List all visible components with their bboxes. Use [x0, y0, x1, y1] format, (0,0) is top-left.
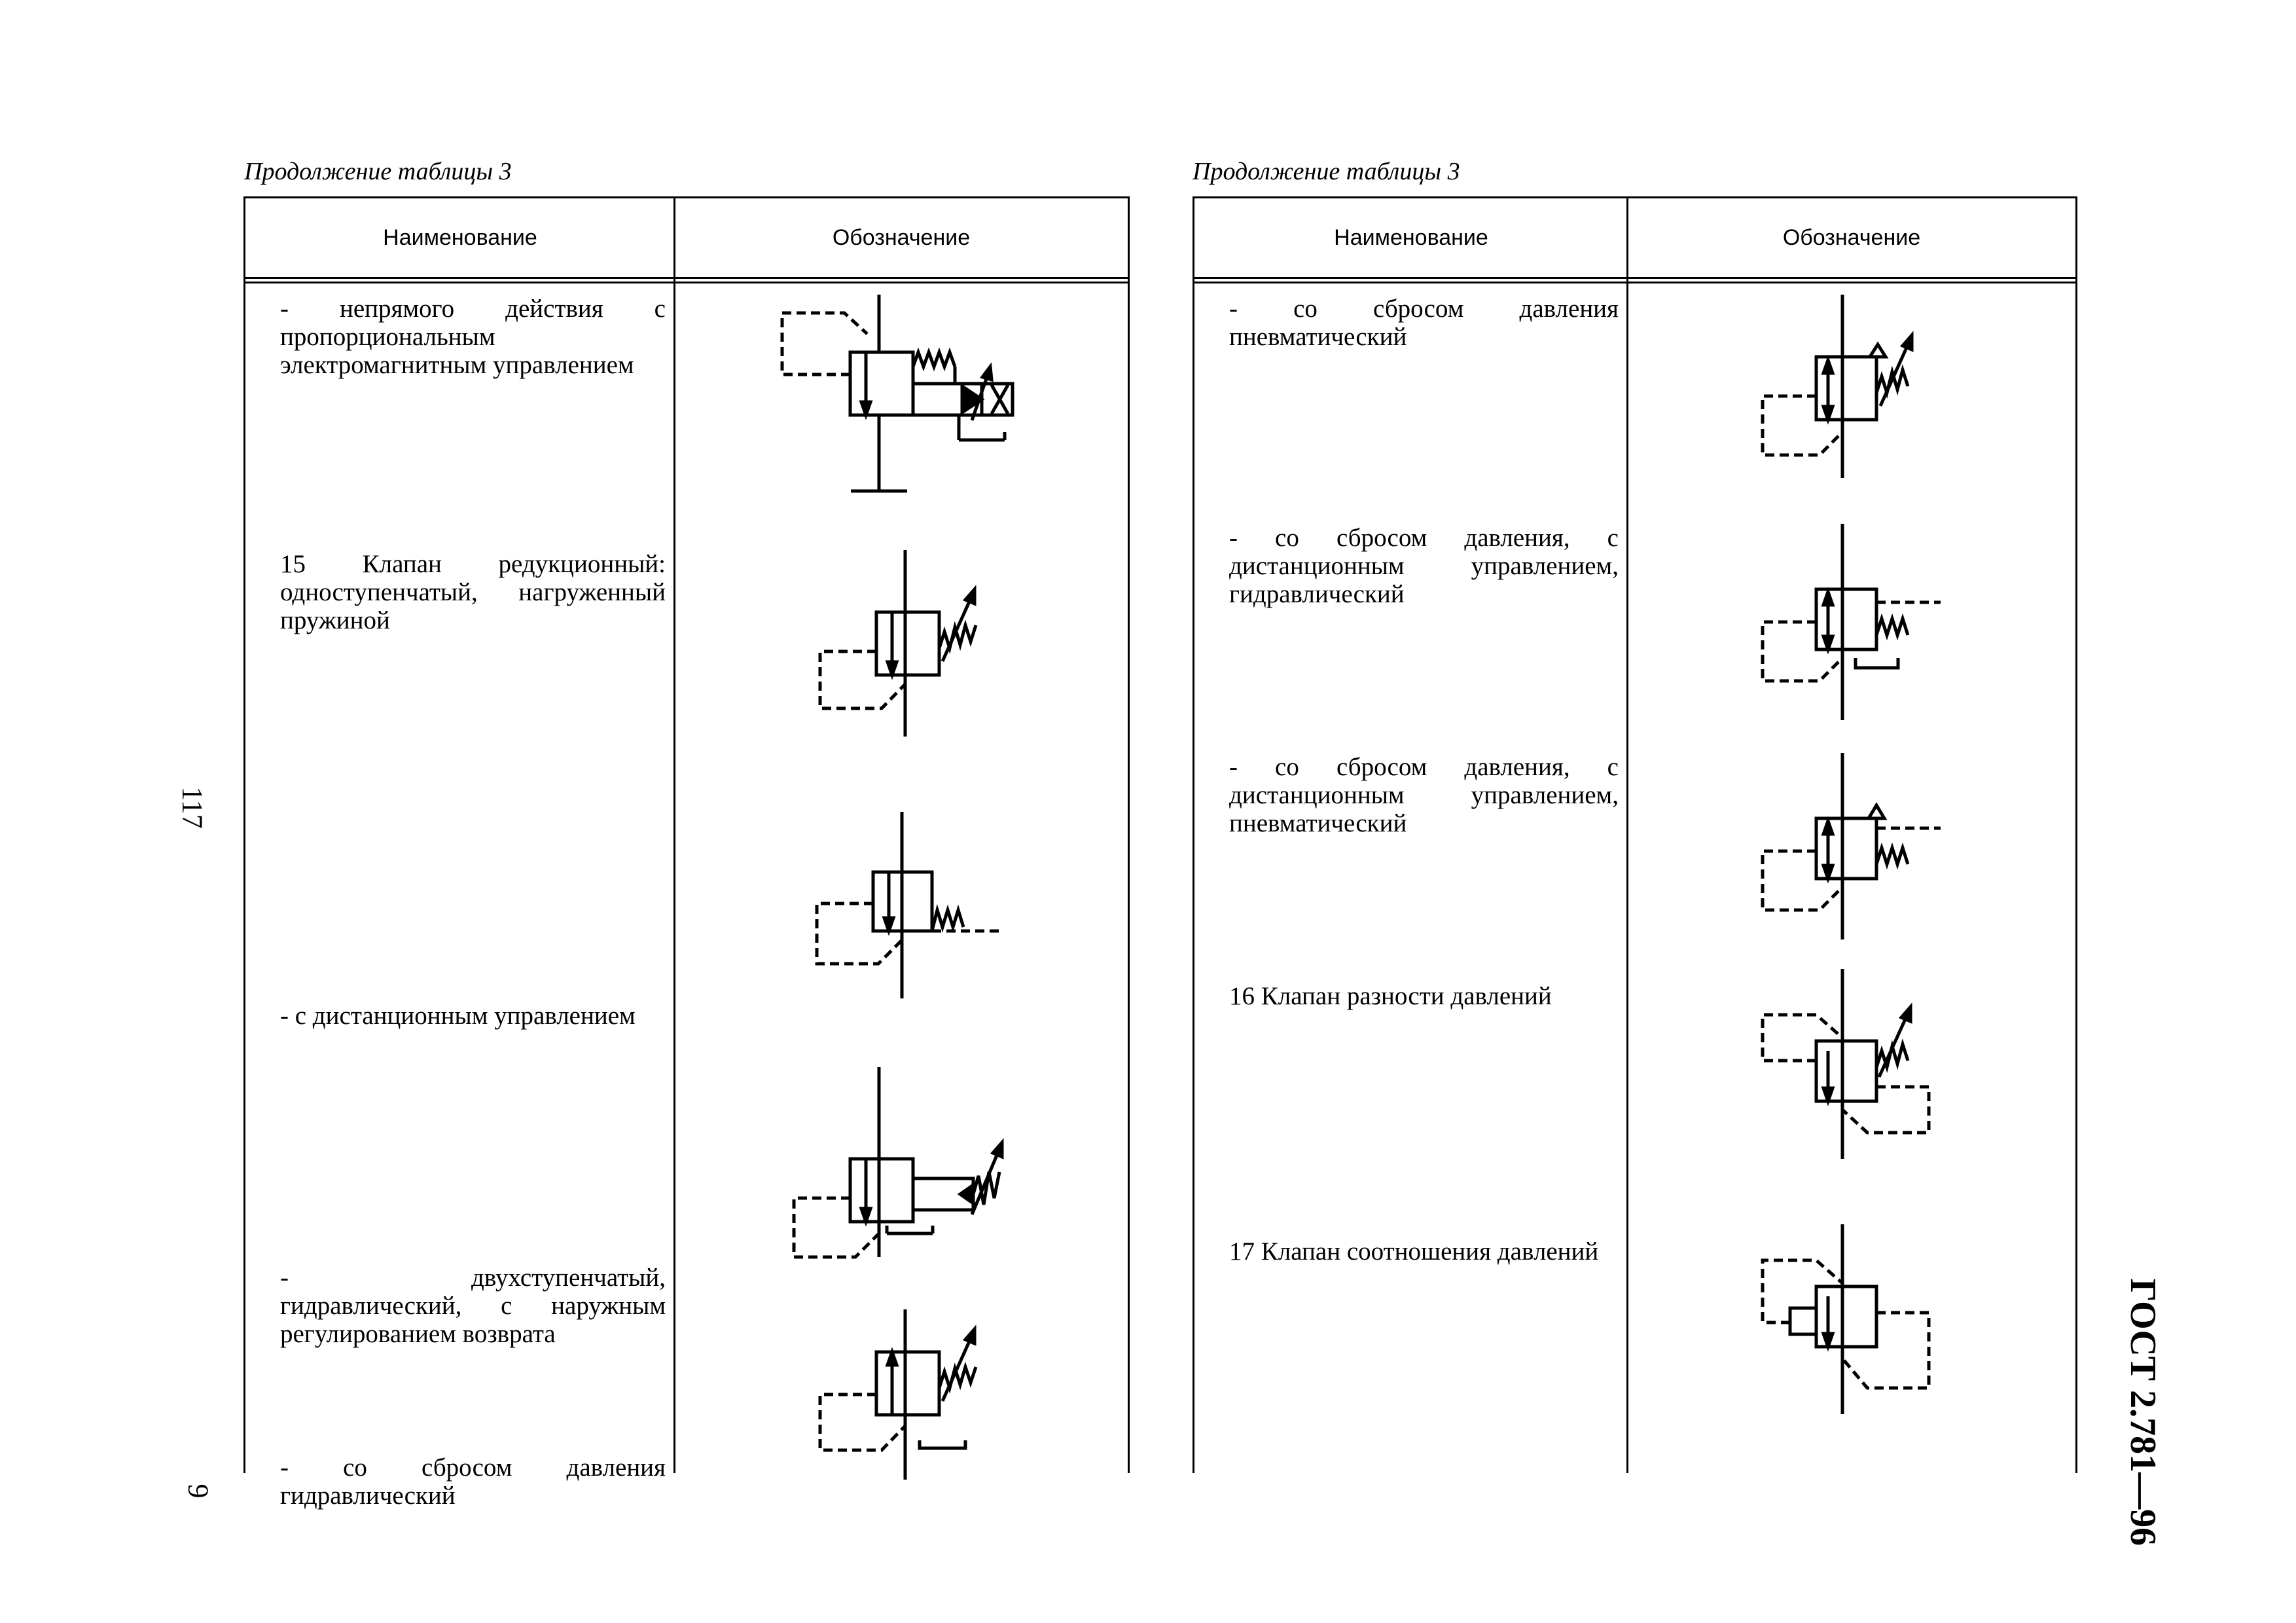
row-name: 16 Клапан разности давлений	[1229, 982, 1552, 1010]
row-name: - со сбросом давления гидравлический	[280, 1453, 666, 1510]
left-table: Наименование Обозначение - непрямого дей…	[243, 196, 1130, 1510]
row-name: - с дистанционным управлением	[280, 1002, 636, 1030]
right-table-header: Наименование Обозначение	[1194, 196, 2075, 283]
row-name: - непрямого действия с пропорциональным …	[280, 295, 666, 379]
symbol-reducing-valve-indirect-proportional	[780, 295, 1018, 504]
symbol-reducing-valve-two-stage	[782, 1067, 1018, 1270]
sheet-number: 9	[182, 1484, 215, 1499]
left-caption: Продолжение таблицы 3	[244, 158, 512, 185]
symbol-reducing-valve-relief-remote-pneumatic	[1751, 753, 1960, 949]
row-name: - двухступенчатый, гидравлический, с нар…	[280, 1264, 666, 1348]
standard-label: ГОСТ 2.781—96	[2123, 1278, 2164, 1546]
right-header-symbol: Обозначение	[1782, 225, 1921, 250]
right-header-name: Наименование	[1334, 225, 1488, 250]
page-number: 117	[176, 786, 209, 829]
row-name: 17 Клапан соотношения давлений	[1229, 1237, 1599, 1266]
symbol-reducing-valve-relief-remote-hydraulic	[1751, 524, 1960, 727]
right-column-divider	[1626, 196, 1628, 1473]
symbol-reducing-valve-relief-pneumatic	[1757, 295, 1941, 491]
symbol-pressure-difference-valve	[1751, 969, 1960, 1165]
symbol-reducing-valve-single-stage	[808, 550, 992, 746]
row-name: 15 Клапан редукционный: одноступенчатый,…	[280, 550, 666, 634]
symbol-reducing-valve-relief-hydraulic	[808, 1309, 992, 1486]
left-column-divider	[673, 196, 675, 1473]
right-caption: Продолжение таблицы 3	[1193, 158, 1460, 185]
row-name: - со сбросом давления, с дистанционным у…	[1229, 753, 1619, 837]
symbol-pressure-ratio-valve	[1751, 1224, 1960, 1421]
left-table-header: Наименование Обозначение	[245, 196, 1128, 283]
row-name: - со сбросом давления, с дистанционным у…	[1229, 524, 1619, 608]
right-table: Наименование Обозначение - со сбросом да…	[1193, 196, 2077, 1473]
left-header-symbol: Обозначение	[832, 225, 971, 250]
row-name: - со сбросом давления пневматический	[1229, 295, 1619, 351]
symbol-reducing-valve-remote	[805, 812, 1014, 1008]
left-header-name: Наименование	[383, 225, 537, 250]
